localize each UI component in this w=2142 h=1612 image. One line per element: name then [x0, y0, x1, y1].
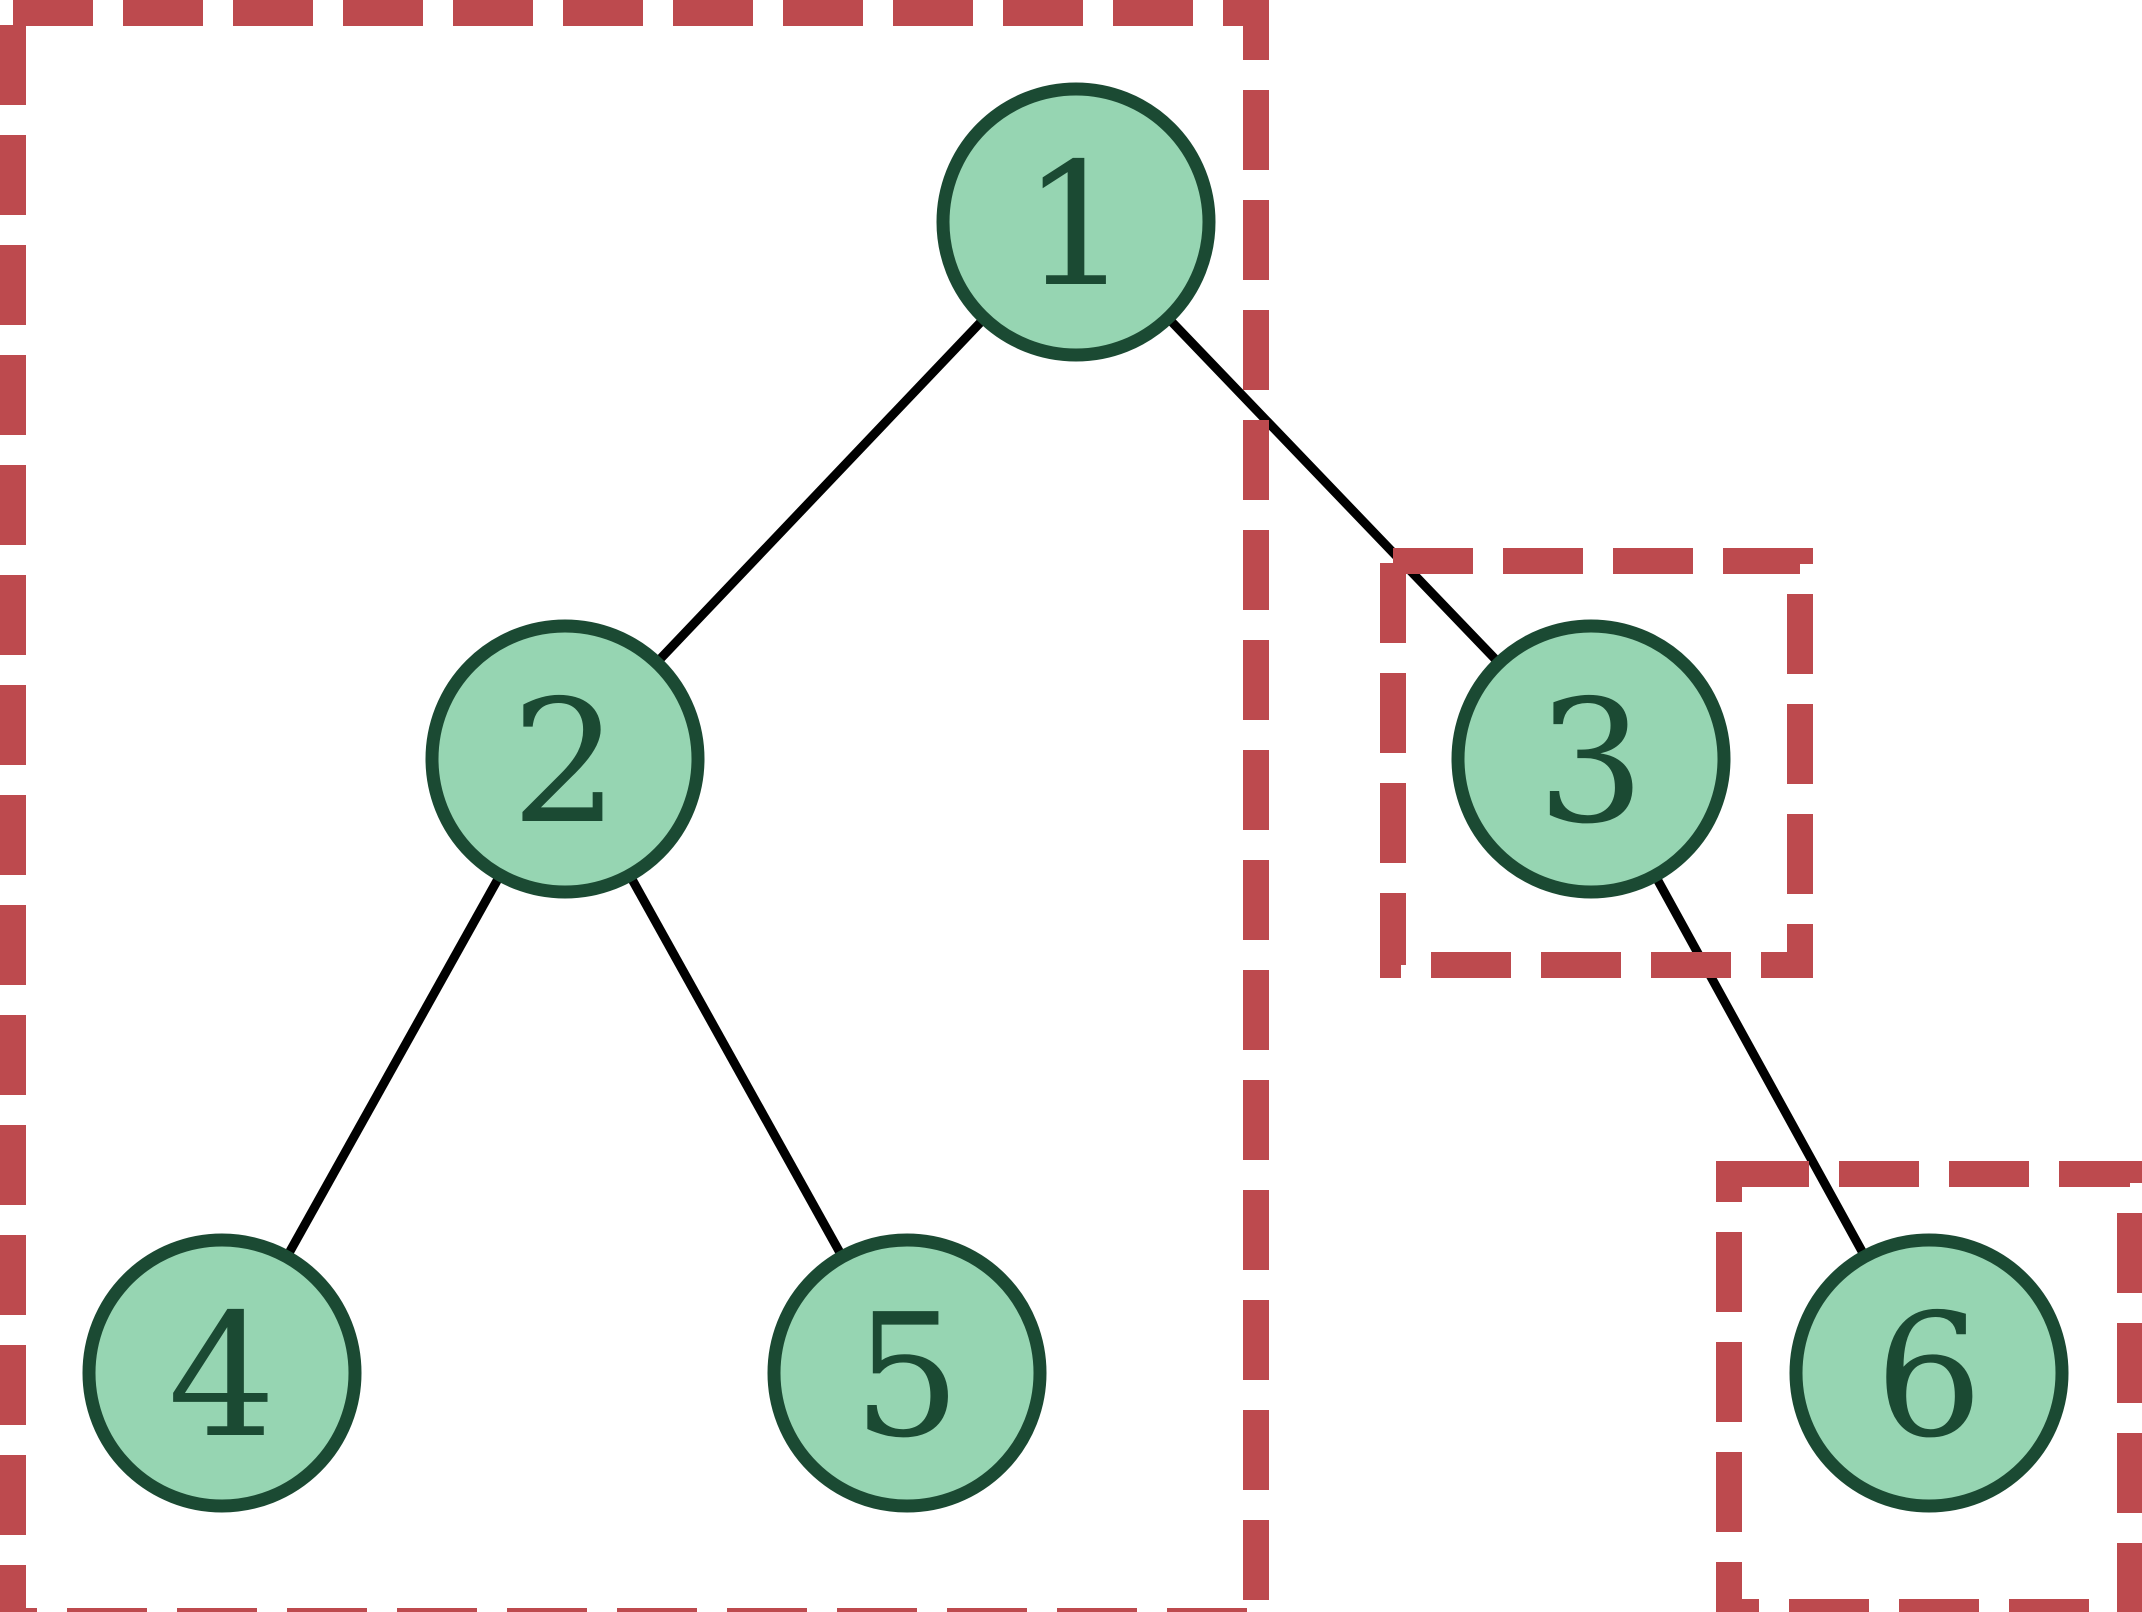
node-label: 5	[853, 1278, 961, 1476]
group-box-node-6	[1716, 1161, 2142, 1612]
node-label: 3	[1537, 664, 1645, 862]
node-label: 4	[168, 1278, 276, 1476]
group-box-node-3	[1380, 548, 1813, 978]
node-circle	[1451, 619, 1731, 899]
node-circle	[425, 619, 705, 899]
node-label: 6	[1875, 1278, 1983, 1476]
node-4: 4	[82, 1233, 362, 1513]
node-circle	[767, 1233, 1047, 1513]
node-2: 2	[425, 619, 705, 899]
node-circle	[936, 82, 1216, 362]
node-3: 3	[1451, 619, 1731, 899]
node-circle	[1789, 1233, 2069, 1513]
node-1: 1	[936, 82, 1216, 362]
node-label: 2	[511, 664, 619, 862]
node-5: 5	[767, 1233, 1047, 1513]
nodes-layer: 1 2 3 4 5 6	[82, 82, 2069, 1513]
group-box-left-subtree	[0, 0, 1269, 1612]
node-circle	[82, 1233, 362, 1513]
node-label: 1	[1022, 127, 1130, 325]
node-6: 6	[1789, 1233, 2069, 1513]
